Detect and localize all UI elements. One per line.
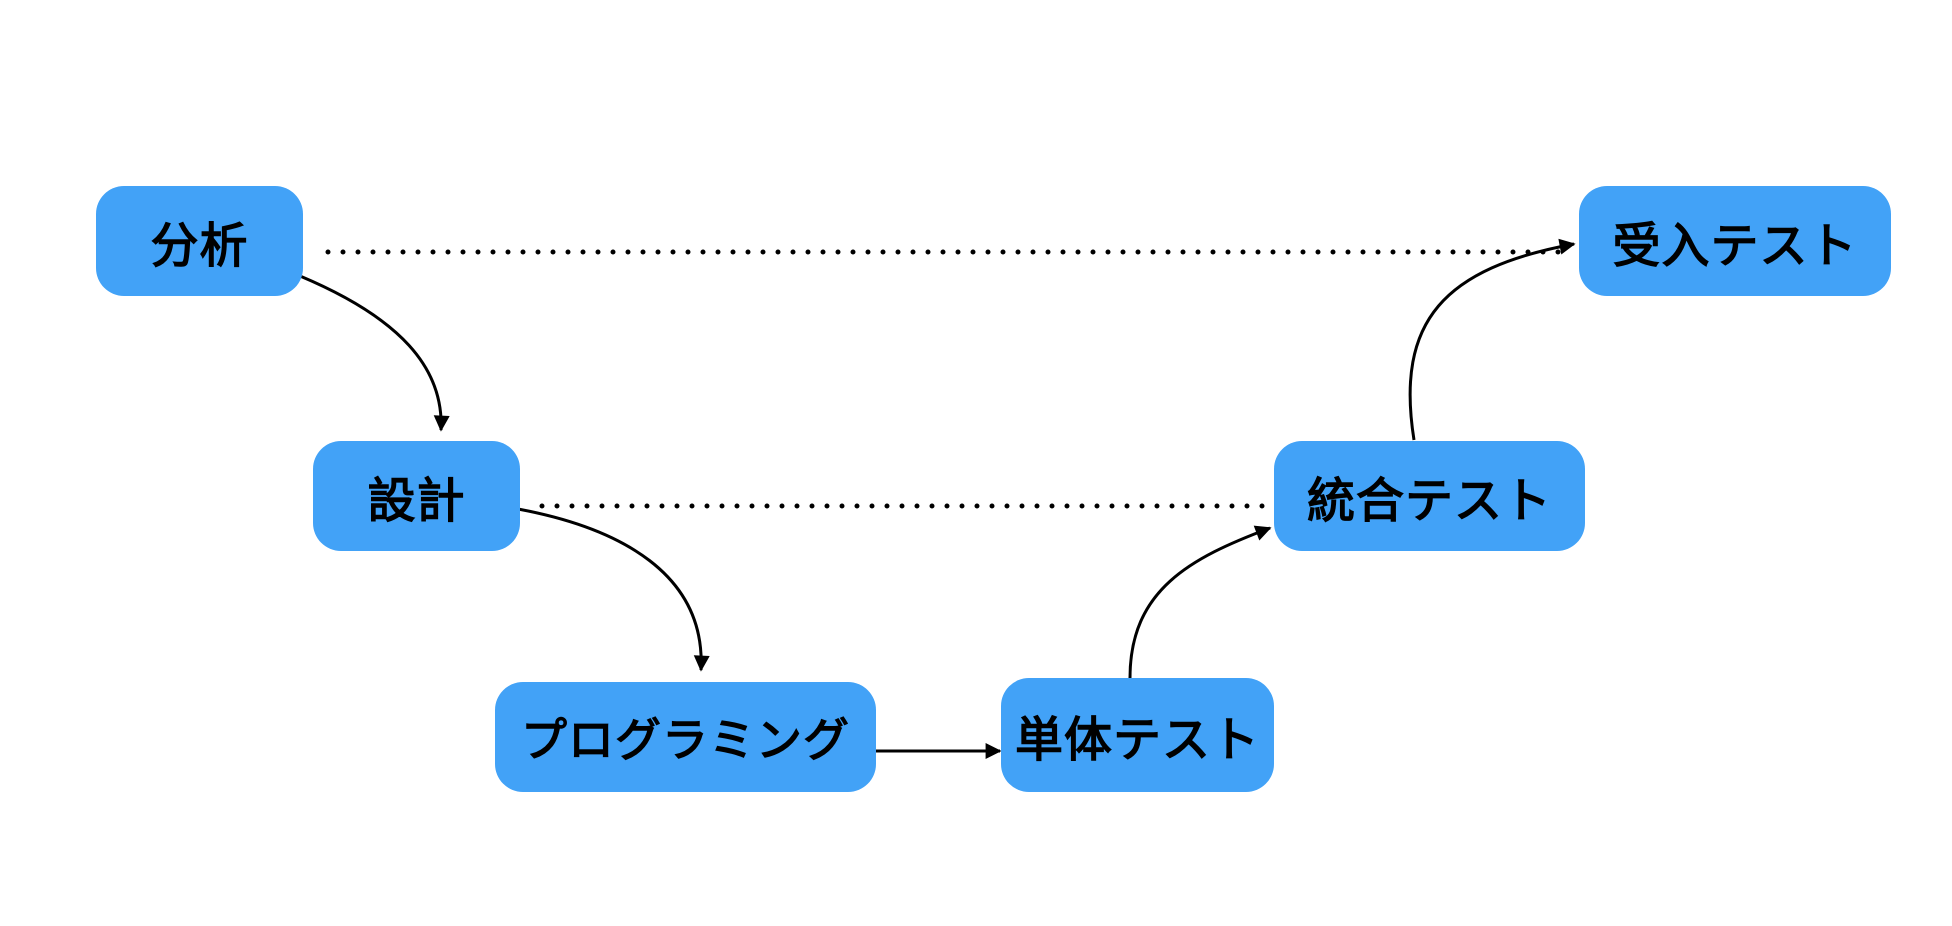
node-programming-label: プログラミング [521, 713, 850, 767]
node-design-label: 設計 [367, 473, 466, 529]
node-unit-test-label: 単体テスト [1014, 712, 1260, 768]
node-programming[interactable]: プログラミング [495, 682, 876, 792]
edge-analysis-to-design [299, 274, 450, 432]
edge-unit-test-to-integration-test [1128, 525, 1272, 679]
node-design[interactable]: 設計 [313, 441, 520, 551]
node-analysis[interactable]: 分析 [96, 186, 303, 296]
node-acceptance-test-label: 受入テスト [1612, 218, 1858, 274]
node-unit-test[interactable]: 単体テスト [1001, 678, 1274, 792]
node-integration-test-label: 統合テスト [1306, 473, 1552, 529]
edge-design-to-programming [517, 507, 710, 672]
node-integration-test[interactable]: 統合テスト [1274, 441, 1585, 551]
edge-integration-test-to-acceptance-test [1408, 238, 1576, 441]
node-analysis-label: 分析 [150, 218, 249, 274]
node-acceptance-test[interactable]: 受入テスト [1579, 186, 1891, 296]
